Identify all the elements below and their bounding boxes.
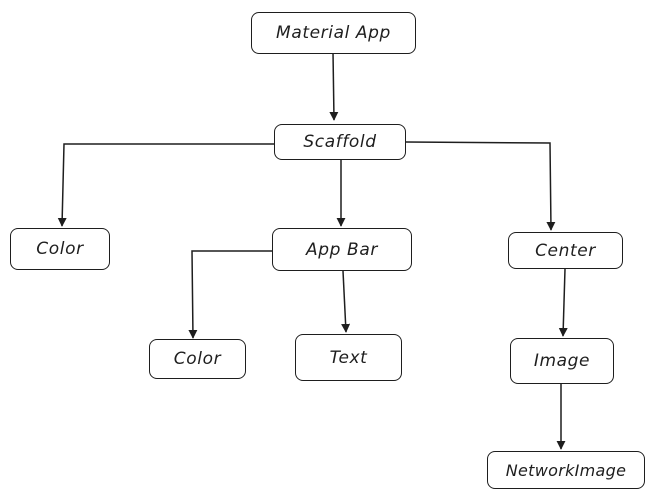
node-image[interactable]: Image xyxy=(510,338,614,384)
node-color-2[interactable]: Color xyxy=(149,339,246,379)
node-scaffold[interactable]: Scaffold xyxy=(274,124,406,160)
edge-scaffold-to-center xyxy=(405,141,556,231)
node-text[interactable]: Text xyxy=(295,334,402,381)
edge-material-app-to-scaffold xyxy=(329,51,339,121)
edge-app-bar-to-color-2 xyxy=(188,250,272,339)
node-color-1[interactable]: Color xyxy=(10,228,110,270)
edge-app-bar-to-text xyxy=(341,270,351,333)
node-center[interactable]: Center xyxy=(508,232,623,269)
node-material-app[interactable]: Material App xyxy=(251,12,416,54)
node-network-image[interactable]: NetworkImage xyxy=(487,451,645,489)
node-app-bar[interactable]: App Bar xyxy=(272,228,412,271)
edge-center-to-image xyxy=(558,268,568,337)
edge-scaffold-to-color-1 xyxy=(57,143,274,227)
